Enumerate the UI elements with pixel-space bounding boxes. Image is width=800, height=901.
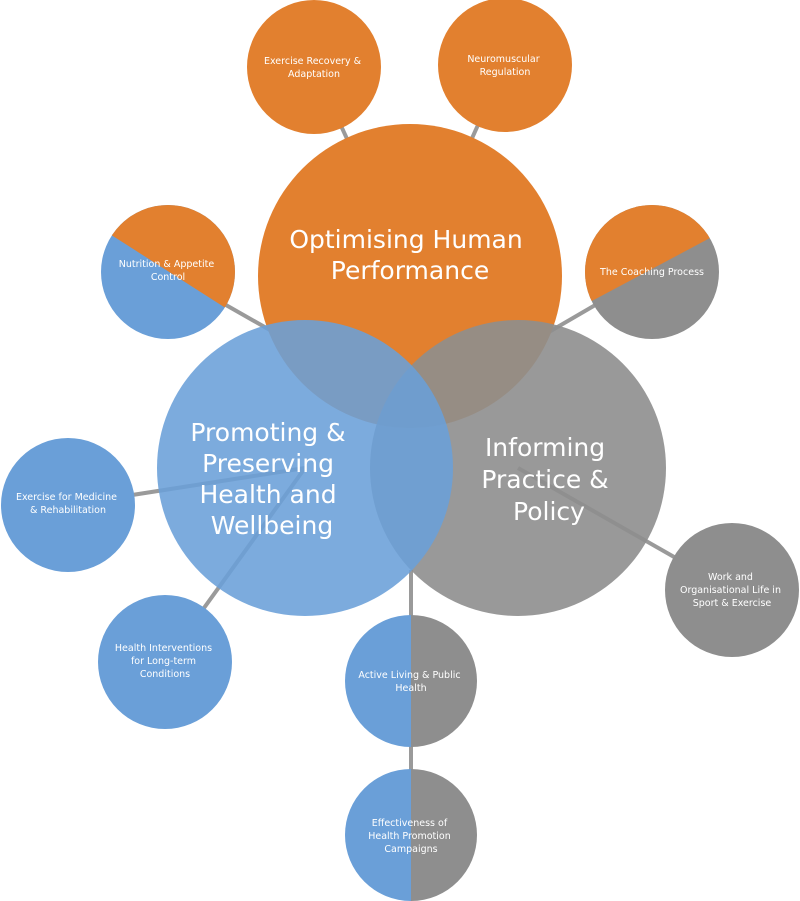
circle-neuromuscular bbox=[438, 0, 572, 132]
label-coaching: The Coaching Process bbox=[599, 267, 704, 278]
circle-coaching bbox=[585, 205, 719, 339]
label-performance: Optimising Human Performance bbox=[289, 225, 530, 285]
circle-health bbox=[157, 320, 453, 616]
circle-recovery bbox=[247, 0, 381, 134]
label-neuromuscular: Neuromuscular Regulation bbox=[467, 54, 542, 78]
label-medicine: Exercise for Medicine & Rehabilitation bbox=[16, 492, 120, 516]
label-recovery: Exercise Recovery & Adaptation bbox=[264, 56, 364, 80]
label-campaigns: Effectiveness of Health Promotion Campai… bbox=[368, 818, 454, 855]
label-active-living: Active Living & Public Health bbox=[358, 670, 463, 694]
circle-work bbox=[665, 523, 799, 657]
circle-interventions bbox=[98, 595, 232, 729]
label-practice: Informing Practice & Policy bbox=[481, 433, 616, 526]
label-health: Promoting & Preserving Health and Wellbe… bbox=[190, 418, 353, 540]
circle-medicine bbox=[1, 438, 135, 572]
label-work: Work and Organisational Life in Sport & … bbox=[680, 572, 784, 609]
label-nutrition: Nutrition & Appetite Control bbox=[119, 259, 217, 283]
circle-practice bbox=[370, 320, 666, 616]
label-interventions: Health Interventions for Long-term Condi… bbox=[115, 643, 215, 680]
circle-nutrition bbox=[101, 205, 235, 339]
